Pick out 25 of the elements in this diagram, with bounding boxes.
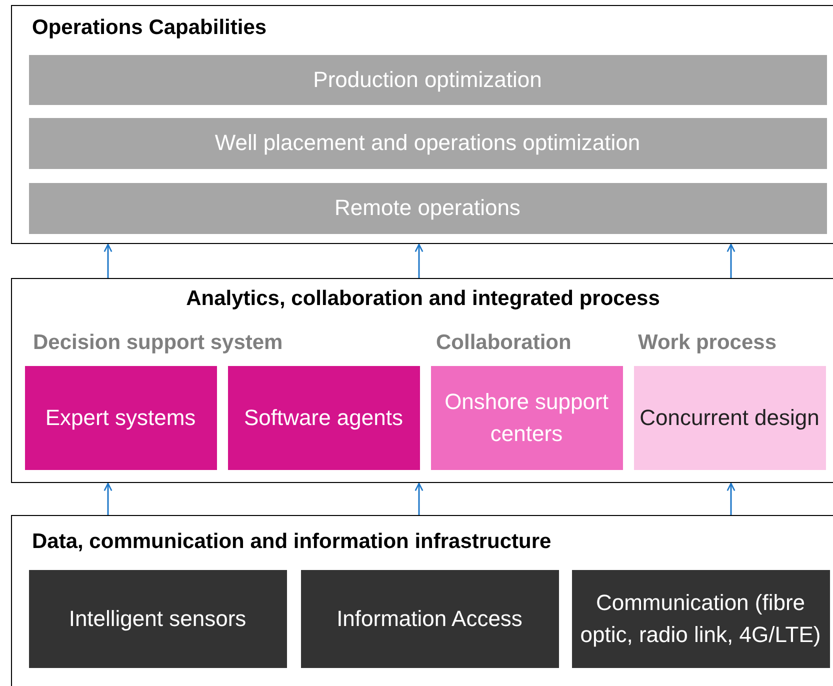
capability-box: Communication (fibre optic, radio link, 4G/LTE) [572,570,830,668]
capability-box: Concurrent design [634,366,826,470]
layer-heading: Analytics, collaboration and integrated process [186,287,660,311]
capability-box: Expert systems [24,366,216,470]
arrow [414,482,424,515]
group-heading: Collaboration [436,331,572,355]
capability-box: Information Access [300,570,558,668]
layer-panel [11,5,833,244]
capability-box: Onshore support centers [430,366,622,470]
capability-box: Production optimization [28,54,826,104]
group-heading: Work process [638,331,776,355]
capability-box: Remote operations [28,182,826,234]
arrow [104,244,112,278]
layer-heading: Operations Capabilities [32,16,267,40]
group-heading: Decision support system [33,331,283,355]
arrow [104,482,112,515]
arrow [726,482,736,515]
arrow [414,244,424,278]
layer-heading: Data, communication and information infrastructure [32,530,552,554]
capability-box: Well placement and operations optimization [28,118,826,168]
capability-box: Intelligent sensors [28,570,286,668]
layer-panel [11,278,833,483]
capability-box: Software agents [228,366,420,470]
layer-panel [11,515,833,686]
arrow [726,244,736,278]
